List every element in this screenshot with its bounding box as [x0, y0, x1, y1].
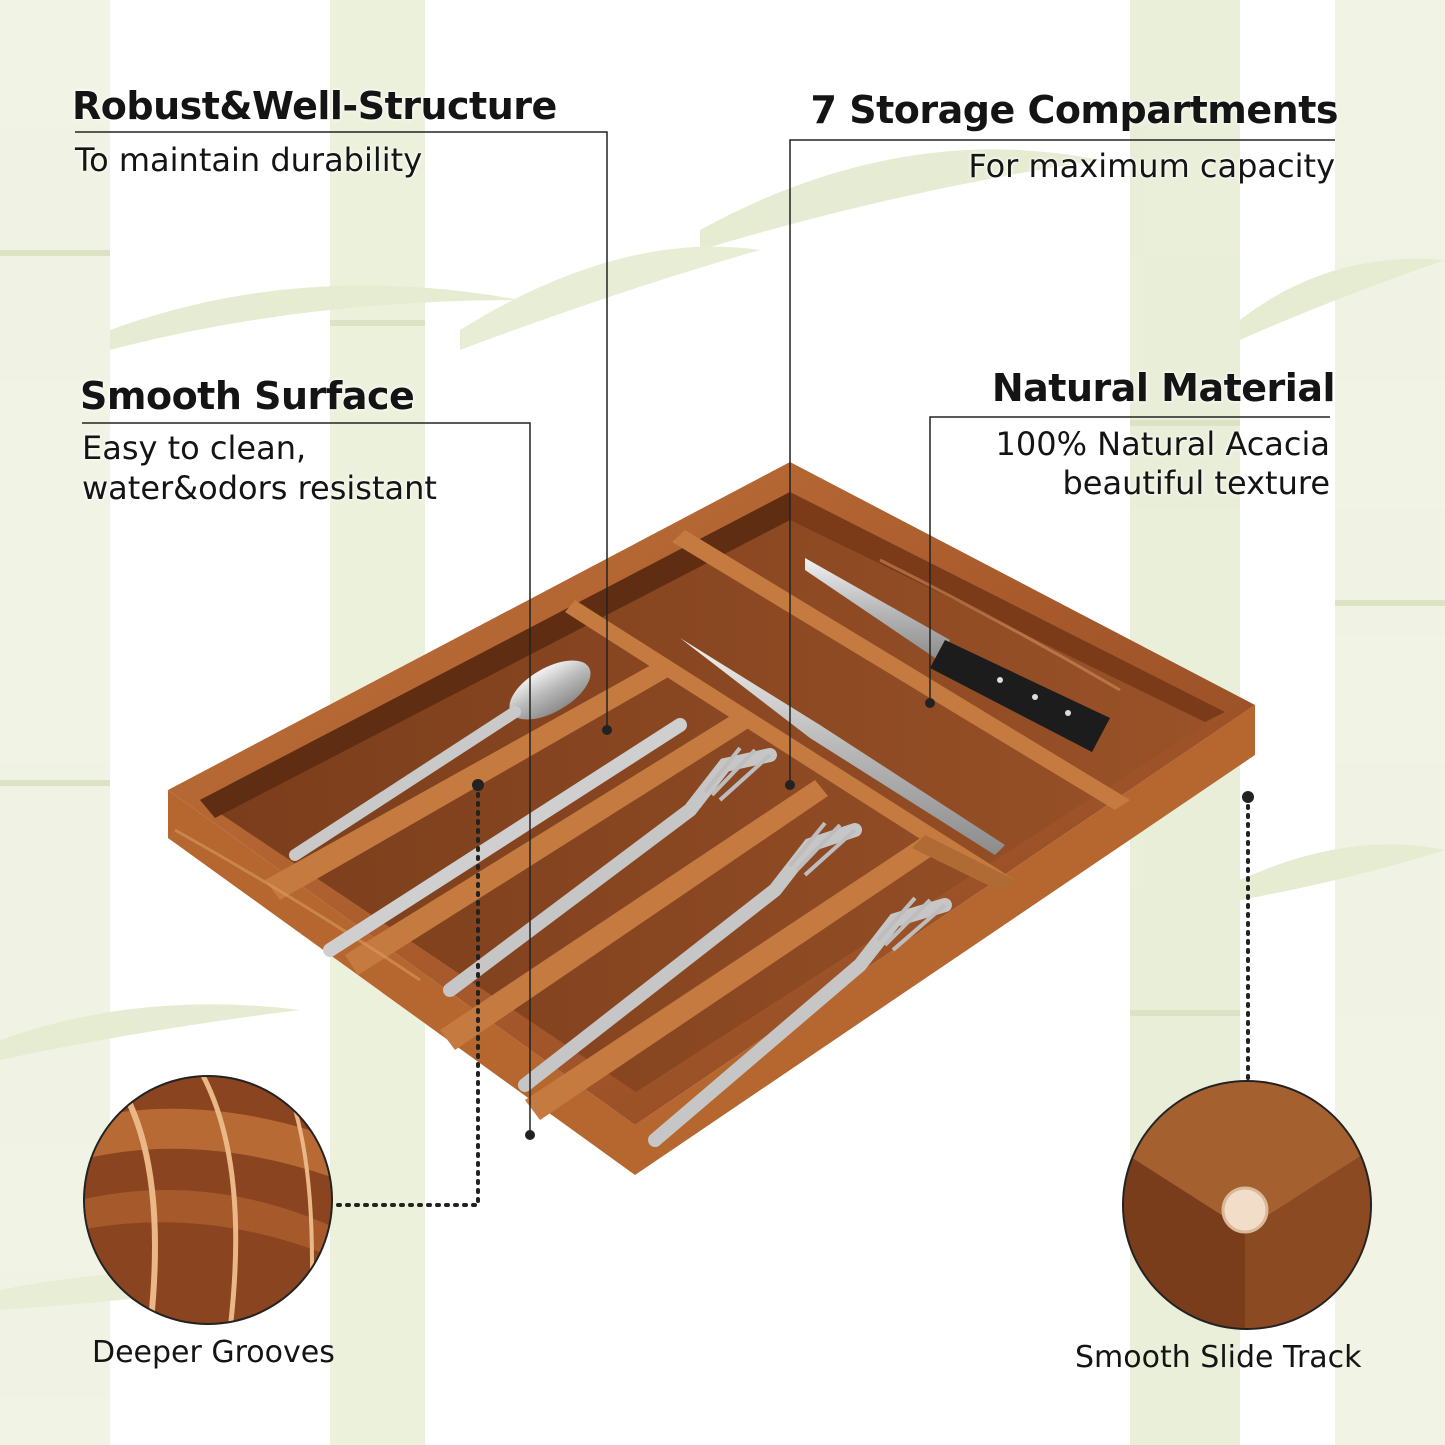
fork-icon: [518, 821, 862, 1092]
smooth-line2: water&odors resistant: [82, 469, 437, 507]
robust-title: Robust&Well-Structure: [72, 84, 557, 128]
compartments-subtitle: For maximum capacity: [968, 147, 1335, 185]
deeper-grooves-detail: [83, 1075, 333, 1325]
smooth-title: Smooth Surface: [80, 374, 415, 418]
chef-knife-icon: [805, 558, 1110, 752]
leader-dots: [472, 698, 1254, 1140]
butter-knife-icon: [323, 718, 687, 957]
tray-dividers: [265, 530, 1130, 1120]
robust-subtitle: To maintain durability: [75, 141, 423, 179]
dotted-connectors: [336, 783, 1250, 1207]
slide-track-detail: [1122, 1080, 1372, 1330]
fork-icon: [648, 896, 952, 1147]
grooves-caption: Deeper Grooves: [92, 1335, 335, 1370]
cutlery: [289, 558, 1110, 1147]
smooth-line1: Easy to clean,: [82, 429, 307, 467]
natural-title: Natural Material: [991, 366, 1336, 410]
compartments-title: 7 Storage Compartments: [810, 88, 1339, 132]
slide-caption: Smooth Slide Track: [1075, 1340, 1362, 1375]
leader-lines: [75, 131, 1335, 1135]
knife-icon: [680, 638, 1005, 855]
fork-icon: [443, 746, 777, 997]
natural-line2: beautiful texture: [1062, 464, 1330, 502]
natural-line1: 100% Natural Acacia: [995, 425, 1330, 463]
